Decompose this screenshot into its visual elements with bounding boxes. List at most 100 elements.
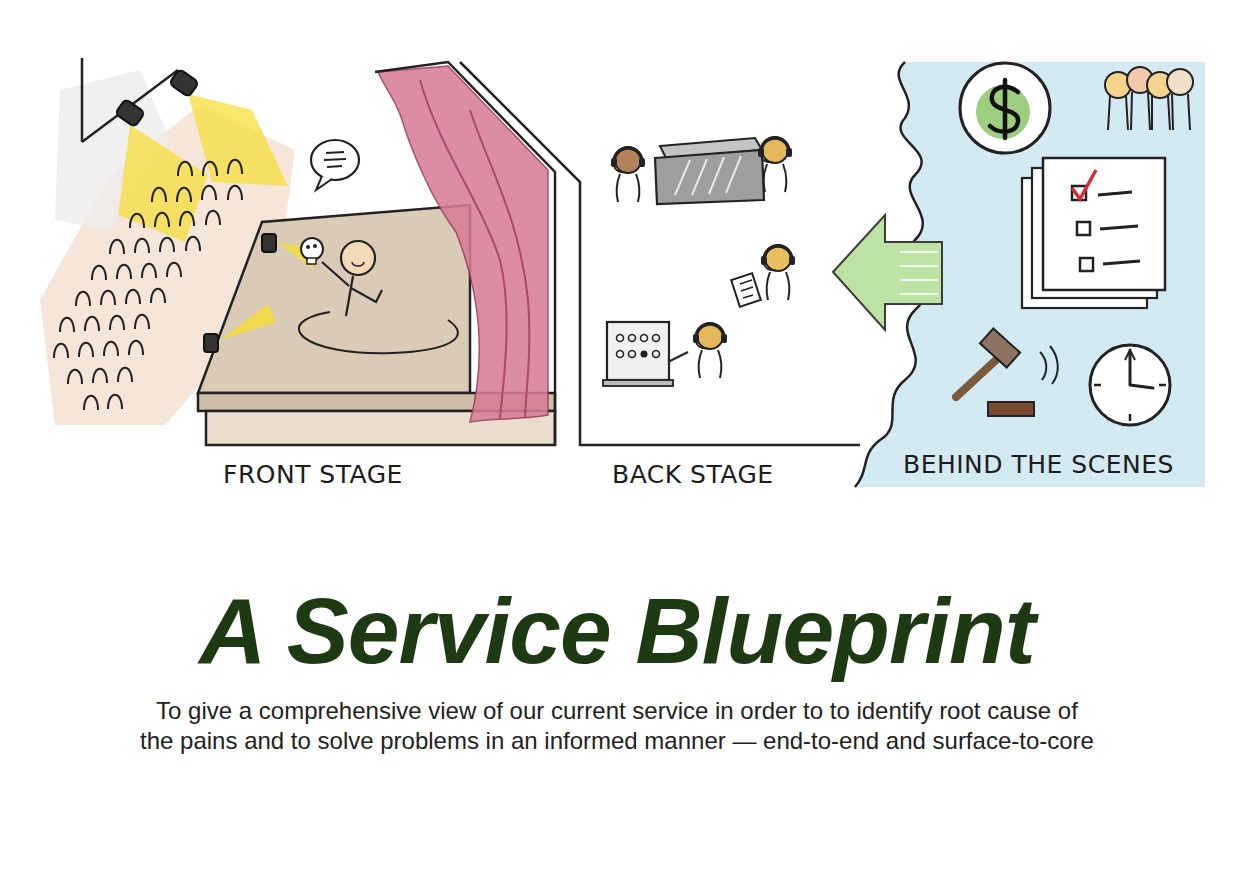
control-board-part — [617, 335, 624, 342]
performer-part — [341, 241, 375, 275]
section-label: BACK STAGE — [612, 460, 774, 490]
checklist-icon-part — [1103, 261, 1140, 264]
performer-part — [301, 238, 323, 260]
audience-part — [126, 290, 140, 304]
audience-part — [68, 370, 82, 384]
audience-part — [92, 266, 106, 280]
stage-part — [299, 312, 458, 353]
checklist-icon — [1022, 158, 1165, 308]
team-icon — [1105, 67, 1193, 130]
caption: To give a comprehensive view of our curr… — [137, 696, 1097, 756]
checklist-icon-part — [1072, 170, 1096, 199]
control-board-part — [653, 335, 660, 342]
curtain-part — [378, 66, 548, 422]
audience-part — [54, 344, 68, 358]
control-board-part — [641, 335, 648, 342]
gavel-icon-part — [988, 402, 1034, 416]
light-rig-part — [115, 99, 145, 128]
audience-part — [186, 237, 200, 251]
clock-icon-part — [1090, 345, 1170, 425]
control-board-part — [629, 335, 636, 342]
audience-part — [118, 368, 132, 382]
illustration — [0, 0, 1234, 500]
control-board-part — [641, 351, 648, 358]
money-icon-part — [960, 63, 1050, 153]
section-label-slot: BEHIND THE SCENES — [903, 450, 1174, 480]
audience-part — [130, 214, 144, 228]
checklist-icon-part — [1098, 192, 1132, 195]
audience-part — [79, 343, 93, 357]
checklist-icon-part — [1043, 158, 1165, 290]
performer-part — [316, 176, 332, 190]
stage-part — [198, 205, 470, 393]
green-arrow-part — [900, 252, 938, 294]
audience-part — [177, 188, 191, 202]
control-board — [603, 322, 688, 386]
audience-part — [178, 162, 192, 176]
audience-part — [93, 369, 107, 383]
money-icon — [960, 63, 1050, 153]
clock-icon-part — [1125, 350, 1135, 360]
building-outline — [375, 62, 860, 445]
green-arrow — [833, 215, 942, 330]
control-board-part — [607, 322, 669, 380]
audience-part — [135, 315, 149, 329]
clock-icon — [1090, 345, 1170, 425]
audience-part — [76, 292, 90, 306]
gavel-icon-part — [1040, 346, 1058, 384]
stage-lights-part — [204, 334, 218, 352]
light-rig-part — [169, 69, 199, 98]
audience-part — [101, 291, 115, 305]
light-rig-part — [188, 94, 288, 186]
audience-part — [110, 240, 124, 254]
control-board-part — [653, 351, 660, 358]
crew-part — [758, 137, 792, 192]
audience-part — [155, 213, 169, 227]
team-icon-part — [1167, 69, 1193, 95]
light-rig-part — [118, 125, 208, 242]
stage-lights-part — [262, 234, 276, 252]
section-label-slot: FRONT STAGE — [223, 460, 403, 490]
performer-part — [306, 245, 310, 249]
caption-slot: To give a comprehensive view of our curr… — [137, 696, 1097, 756]
checklist-icon-part — [1080, 258, 1093, 271]
audience-part — [206, 211, 220, 225]
audience-part — [108, 395, 122, 409]
control-board-part — [629, 351, 636, 358]
crew-part — [693, 323, 727, 378]
audience-part — [228, 160, 242, 174]
checklist-icon-part — [1100, 226, 1138, 229]
performer-part — [313, 244, 317, 248]
audience-part — [180, 212, 194, 226]
audience-part — [104, 342, 118, 356]
clipboard — [731, 273, 761, 306]
crew-part — [761, 245, 795, 300]
audience-part — [160, 238, 174, 252]
title-slot: A Service Blueprint — [0, 583, 1234, 679]
audience-part — [84, 396, 98, 410]
audience-part — [110, 316, 124, 330]
performer-part — [311, 140, 359, 180]
crate — [655, 138, 764, 204]
audience-part — [85, 317, 99, 331]
building-outline-part — [460, 62, 860, 445]
gavel-icon-part — [956, 360, 996, 397]
green-arrow-part — [833, 215, 942, 330]
audience-part — [60, 318, 74, 332]
clipboard-part — [731, 273, 761, 306]
performer-part — [307, 258, 316, 264]
section-label: FRONT STAGE — [223, 460, 403, 490]
audience-part — [151, 289, 165, 303]
performer — [301, 140, 382, 316]
checklist-icon-part — [1077, 222, 1090, 235]
control-board-part — [603, 380, 673, 386]
performer-part — [324, 152, 346, 167]
light-rig — [82, 58, 288, 242]
audience-part — [129, 341, 143, 355]
stage-lights-part — [220, 304, 276, 340]
building-outline-part — [375, 62, 555, 445]
audience-part — [142, 264, 156, 278]
curtain — [378, 66, 548, 422]
gavel-icon — [956, 329, 1058, 416]
